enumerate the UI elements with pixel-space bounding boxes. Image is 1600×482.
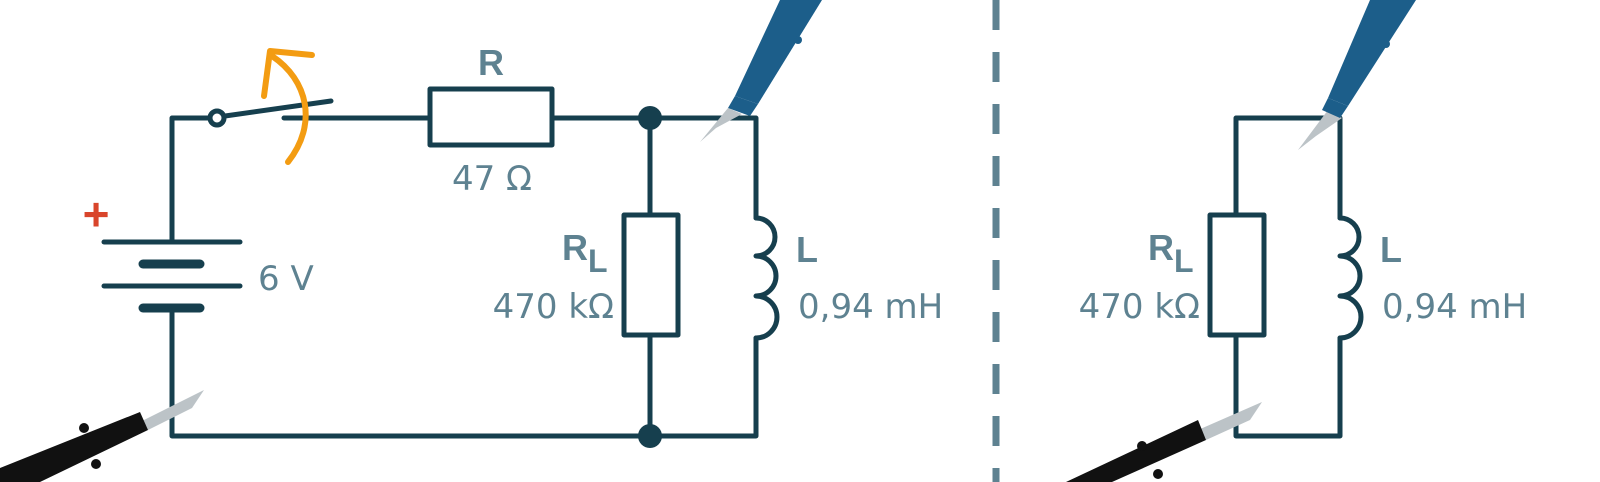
- load-resistor-subscript: L: [588, 243, 608, 279]
- wire-resistor-to-node: [549, 115, 759, 221]
- switch-pivot: [207, 108, 227, 128]
- right-wire-bottom: [1233, 332, 1343, 439]
- right-wire-top: [1233, 115, 1343, 221]
- load-resistor-symbol: RL: [562, 227, 608, 279]
- load-resistor-value: 470 kΩ: [493, 287, 614, 327]
- junction-dot-bottom: [638, 424, 662, 448]
- load-resistor-body: [621, 212, 681, 338]
- resistor-body: [427, 86, 555, 148]
- inductor-value: 0,94 mH: [798, 287, 943, 327]
- right-probe-black-icon: [1066, 402, 1262, 482]
- right-load-resistor-body: [1207, 212, 1267, 338]
- resistor-value: 47 Ω: [452, 159, 532, 199]
- battery-plus-sign: +: [83, 188, 110, 240]
- wire-top-left: [169, 115, 213, 245]
- wire-battery-to-bottom: [169, 309, 759, 439]
- switch-blade: [215, 98, 334, 120]
- probe-black-icon: [0, 390, 204, 482]
- right-inductor-coil: [1337, 215, 1364, 341]
- right-probe-red-icon: [1298, 0, 1416, 150]
- left-circuit: [101, 86, 780, 439]
- junction-dot-top: [638, 106, 662, 130]
- right-load-resistor-subscript: L: [1174, 243, 1194, 279]
- right-load-resistor-value: 470 kΩ: [1079, 287, 1200, 327]
- resistor-symbol: R: [478, 42, 504, 83]
- probe-red-icon: [700, 0, 822, 142]
- inductor-symbol: L: [796, 229, 818, 270]
- right-inductor-symbol: L: [1380, 229, 1402, 270]
- battery-voltage-label: 6 V: [258, 259, 314, 299]
- right-load-resistor-symbol: RL: [1148, 227, 1194, 279]
- right-inductor-value: 0,94 mH: [1382, 287, 1527, 327]
- inductor-coil: [753, 215, 780, 341]
- curved-arrow-icon: [261, 48, 315, 165]
- right-circuit: [1207, 115, 1364, 439]
